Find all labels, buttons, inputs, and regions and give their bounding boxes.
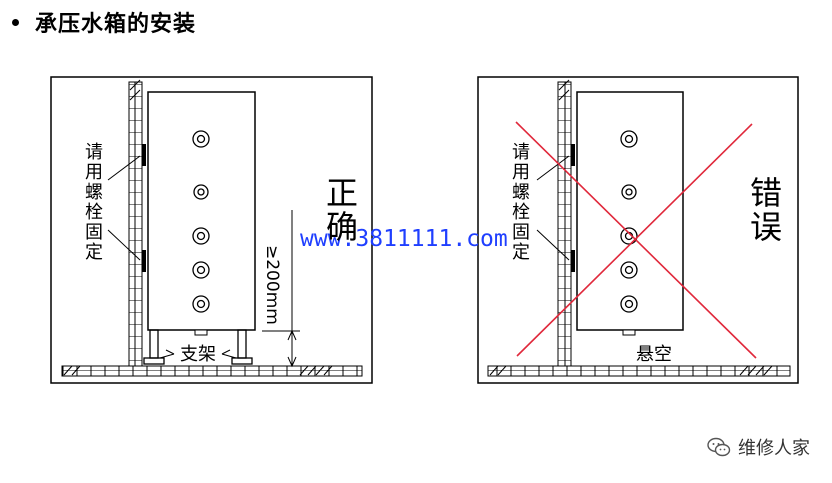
left-bolt-top	[142, 144, 146, 166]
bullet	[12, 18, 19, 26]
brand: 维修人家	[706, 434, 810, 460]
right-verdict: 错误	[749, 174, 782, 246]
left-leader-bottom	[107, 229, 141, 261]
gap-label: 悬空	[636, 344, 672, 365]
left-bolt-label: 请用螺栓固定	[85, 142, 103, 263]
left-panel	[50, 76, 373, 384]
left-brackets	[143, 329, 253, 365]
clearance-label: ≥200mm	[262, 245, 282, 325]
left-wall	[128, 81, 143, 367]
left-tank	[147, 91, 256, 331]
left-panel-frame	[50, 76, 373, 384]
left-leader-top	[107, 155, 141, 181]
bracket-arrow-right	[221, 349, 237, 359]
bracket-arrow-left	[159, 349, 175, 359]
left-floor	[61, 365, 363, 377]
right-wall	[557, 81, 572, 367]
right-bolt-bottom	[571, 250, 575, 272]
right-panel	[477, 76, 799, 384]
right-leader-bottom	[536, 229, 570, 261]
left-tank-ports	[192, 130, 210, 313]
right-panel-frame	[477, 76, 799, 384]
right-bolt-label: 请用螺栓固定	[512, 142, 530, 263]
left-wall-hatch	[129, 79, 141, 101]
heading-title: 承压水箱的安装	[35, 12, 197, 37]
clearance-dimension	[262, 210, 300, 368]
brand-name: 维修人家	[738, 438, 810, 459]
wrong-cross	[515, 121, 757, 359]
left-tank-drain	[194, 329, 208, 336]
right-floor-hatch	[489, 365, 773, 376]
right-leader-top	[536, 155, 570, 181]
right-wall-hatch	[558, 79, 570, 101]
left-floor-hatch	[63, 365, 333, 376]
heading: 承压水箱的安装	[12, 6, 196, 38]
right-bolt-top	[571, 144, 575, 166]
watermark: www.3811111.com	[300, 226, 508, 252]
right-tank-drain	[622, 329, 636, 336]
left-bolt-bottom	[142, 250, 146, 272]
right-tank	[576, 91, 684, 331]
wechat-icon	[707, 437, 731, 457]
bracket-label: 支架	[180, 344, 216, 365]
right-tank-ports	[620, 130, 638, 313]
right-floor	[487, 365, 791, 377]
left-verdict: 正确	[325, 174, 358, 246]
